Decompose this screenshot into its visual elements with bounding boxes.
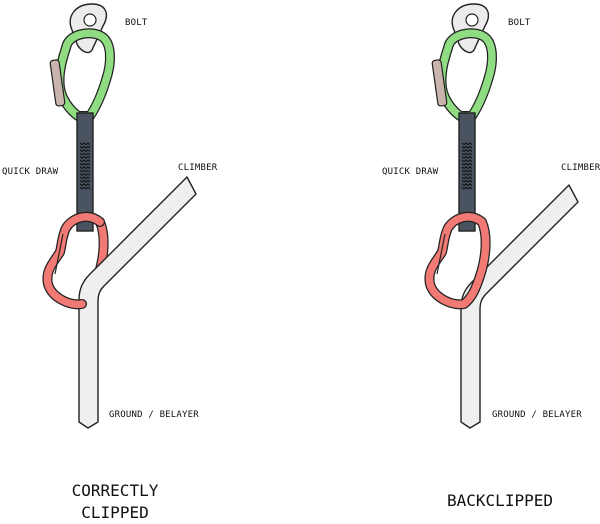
- sling-stitch: [461, 149, 473, 153]
- bolt-hanger: [451, 3, 489, 54]
- sling-stitching: [461, 142, 473, 190]
- rope-outline: [460, 184, 579, 429]
- lower-carabiner-gate: [436, 233, 446, 275]
- sling-stitch: [79, 162, 91, 166]
- sling-stitch: [461, 162, 473, 166]
- upper-carabiner-gate: [431, 59, 448, 107]
- ground-label-right: GROUND / BELAYER: [492, 410, 582, 420]
- sling-stitch: [461, 176, 473, 180]
- panel-correct: [42, 3, 197, 429]
- caption-correct: CORRECTLY CLIPPED: [50, 480, 180, 524]
- sling-stitch: [461, 169, 473, 173]
- caption-correct-line-1: CORRECTLY: [71, 481, 159, 500]
- quickdraw-sling: [76, 112, 94, 232]
- upper-carabiner-gate: [49, 59, 66, 107]
- quickdraw-label-left: QUICK DRAW: [2, 167, 59, 177]
- rope-outline: [78, 176, 197, 429]
- quickdraw-sling: [458, 112, 476, 232]
- bolt-hole: [465, 13, 479, 27]
- sling-stitch: [79, 176, 91, 180]
- sling-stitch: [79, 166, 91, 170]
- caption-backclipped: BACKCLIPPED: [430, 490, 570, 512]
- climber-label-right: CLIMBER: [561, 163, 600, 173]
- sling-stitching: [79, 142, 91, 190]
- sling-stitch: [79, 142, 91, 146]
- ground-label-left: GROUND / BELAYER: [109, 410, 199, 420]
- panel-backclipped: [424, 3, 579, 429]
- sling-stitch: [461, 183, 473, 187]
- bolt-hole: [83, 13, 97, 27]
- lower-carabiner-fill: [425, 213, 490, 309]
- sling-stitch: [461, 172, 473, 177]
- caption-correct-line-2: CLIPPED: [81, 503, 149, 522]
- sling-stitch: [79, 155, 91, 160]
- sling-stitch: [79, 149, 91, 153]
- sling-stitch: [79, 145, 91, 149]
- bolt-label-left: BOLT: [125, 18, 148, 28]
- sling-stitch: [79, 169, 91, 173]
- climber-label-left: CLIMBER: [178, 163, 218, 173]
- sling-stitch: [461, 186, 473, 190]
- bolt-hanger: [69, 3, 107, 54]
- sling-stitch: [461, 166, 473, 170]
- sling-stitch: [461, 142, 473, 146]
- sling-stitch: [461, 179, 473, 183]
- sling-stitch: [461, 152, 473, 156]
- caption-backclipped-line-1: BACKCLIPPED: [447, 491, 553, 510]
- sling-stitch: [461, 155, 473, 160]
- sling-stitch: [461, 159, 473, 163]
- sling-stitch: [79, 183, 91, 187]
- sling-stitch: [79, 172, 91, 177]
- sling-stitch: [79, 179, 91, 183]
- sling-stitch: [79, 186, 91, 190]
- sling-stitch: [79, 159, 91, 163]
- lower-carabiner-gate: [54, 233, 64, 275]
- bolt-label-right: BOLT: [508, 18, 531, 28]
- sling-stitch: [461, 145, 473, 149]
- sling-stitch: [79, 152, 91, 156]
- quickdraw-label-right: QUICK DRAW: [382, 167, 439, 177]
